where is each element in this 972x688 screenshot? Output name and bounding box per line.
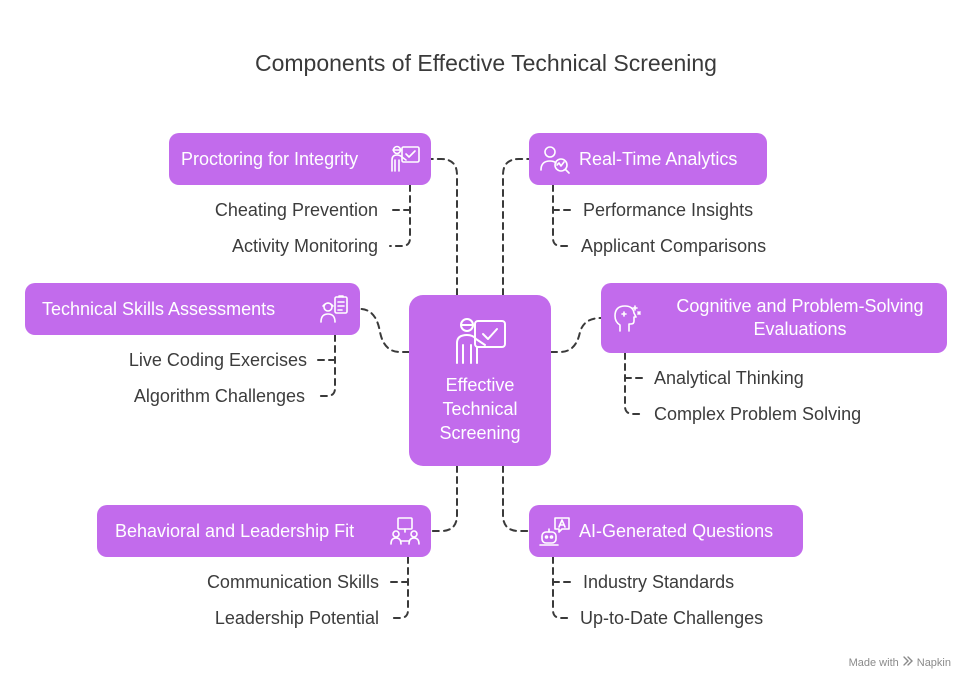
connector-analytics: [502, 158, 530, 296]
sub-item: Up-to-Date Challenges: [580, 608, 764, 628]
node-behavioral: Behavioral and Leadership Fit: [97, 505, 431, 557]
ai-chat-icon: [538, 515, 572, 547]
connector-ai: [502, 465, 530, 532]
center-label-line: Effective: [445, 375, 515, 395]
center-node: Effective Technical Screening: [409, 295, 551, 466]
user-analytics-icon: [539, 143, 571, 175]
sub-item: Analytical Thinking: [654, 368, 804, 388]
connector-cognitive: [550, 317, 602, 353]
bracket-proctoring: [389, 184, 411, 247]
proctor-checklist-icon: [389, 143, 421, 175]
worker-clipboard-icon: [318, 293, 350, 325]
sub-item: Algorithm Challenges: [133, 386, 305, 406]
footer-made-with: Made with: [848, 656, 899, 669]
sub-item: Complex Problem Solving: [654, 404, 862, 424]
bracket-behavioral: [388, 556, 409, 619]
center-label-line: Screening: [439, 423, 521, 443]
team-board-icon: [389, 515, 421, 547]
bracket-analytics: [552, 184, 572, 247]
presenter-board-icon: [453, 315, 509, 372]
bracket-technical: [315, 334, 336, 397]
sub-item: Industry Standards: [583, 572, 735, 592]
footer-brand: Napkin: [916, 656, 951, 669]
connector-technical: [359, 308, 410, 353]
connector-behavioral: [430, 465, 458, 532]
bracket-cognitive: [624, 352, 644, 415]
node-ai: AI-Generated Questions: [529, 505, 803, 557]
sub-item: Performance Insights: [583, 200, 754, 220]
node-behavioral-label: Behavioral and Leadership Fit: [115, 520, 355, 541]
sub-item: Cheating Prevention: [214, 200, 378, 220]
connector-proctoring: [430, 158, 458, 296]
center-label: Effective Technical Screening: [409, 373, 551, 445]
node-technical: Technical Skills Assessments: [25, 283, 360, 335]
node-analytics: Real-Time Analytics: [529, 133, 767, 185]
center-label-line: Technical: [442, 399, 518, 419]
node-proctoring: Proctoring for Integrity: [169, 133, 431, 185]
sub-item: Leadership Potential: [214, 608, 379, 628]
node-proctoring-label: Proctoring for Integrity: [181, 148, 359, 169]
sub-item: Communication Skills: [206, 572, 379, 592]
node-technical-label: Technical Skills Assessments: [42, 298, 276, 319]
sub-item: Activity Monitoring: [231, 236, 378, 256]
node-ai-label: AI-Generated Questions: [579, 520, 774, 541]
napkin-logo-icon: [903, 656, 913, 669]
node-cognitive-label-line: Evaluations: [753, 319, 847, 339]
sub-item: Applicant Comparisons: [581, 236, 767, 256]
diagram-title: Components of Effective Technical Screen…: [255, 50, 717, 76]
brain-head-icon: [611, 302, 643, 334]
sub-item: Live Coding Exercises: [128, 350, 307, 370]
footer-watermark: Made with Napkin: [849, 656, 951, 669]
node-analytics-label: Real-Time Analytics: [579, 148, 738, 169]
bracket-ai: [552, 556, 572, 619]
node-cognitive-label-line: Cognitive and Problem-Solving: [676, 296, 924, 316]
node-cognitive: Cognitive and Problem-Solving Evaluation…: [601, 283, 947, 353]
